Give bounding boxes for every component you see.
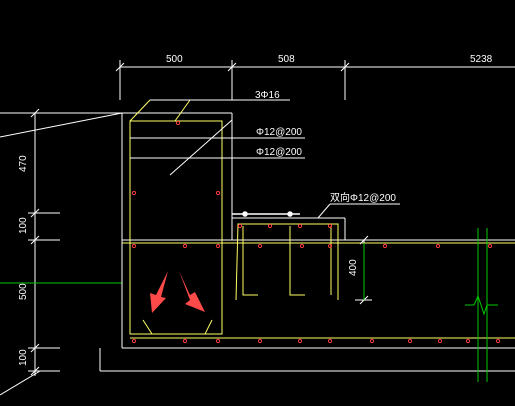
- dim-left-500: 500: [18, 283, 29, 300]
- annotation-leaders: [130, 99, 400, 219]
- slope-lines: [0, 112, 123, 396]
- label-double-direction: 双向Φ12@200: [330, 191, 396, 204]
- dim-top-508: 508: [278, 54, 295, 65]
- rebar-cage: [122, 99, 515, 339]
- break-line-icon: [465, 228, 498, 382]
- left-dimension-line: [28, 108, 60, 376]
- dim-left-470: 470: [18, 155, 29, 172]
- step-top-bars: [232, 211, 300, 217]
- rebar-points: [131, 120, 501, 344]
- label-stirrup-2: Φ12@200: [256, 147, 302, 158]
- dim-top-500: 500: [166, 54, 183, 65]
- dim-left-100b: 100: [18, 349, 29, 366]
- label-stirrup-1: Φ12@200: [256, 127, 302, 138]
- dim-top-5238: 5238: [470, 54, 493, 65]
- red-arrow-icon: [150, 271, 205, 313]
- concrete-outline: [99, 112, 515, 372]
- top-dimension-line: [115, 60, 515, 100]
- dim-left-100a: 100: [18, 217, 29, 234]
- dim-right-400: 400: [348, 259, 359, 276]
- label-rebar-3phi16: 3Φ16: [255, 90, 280, 101]
